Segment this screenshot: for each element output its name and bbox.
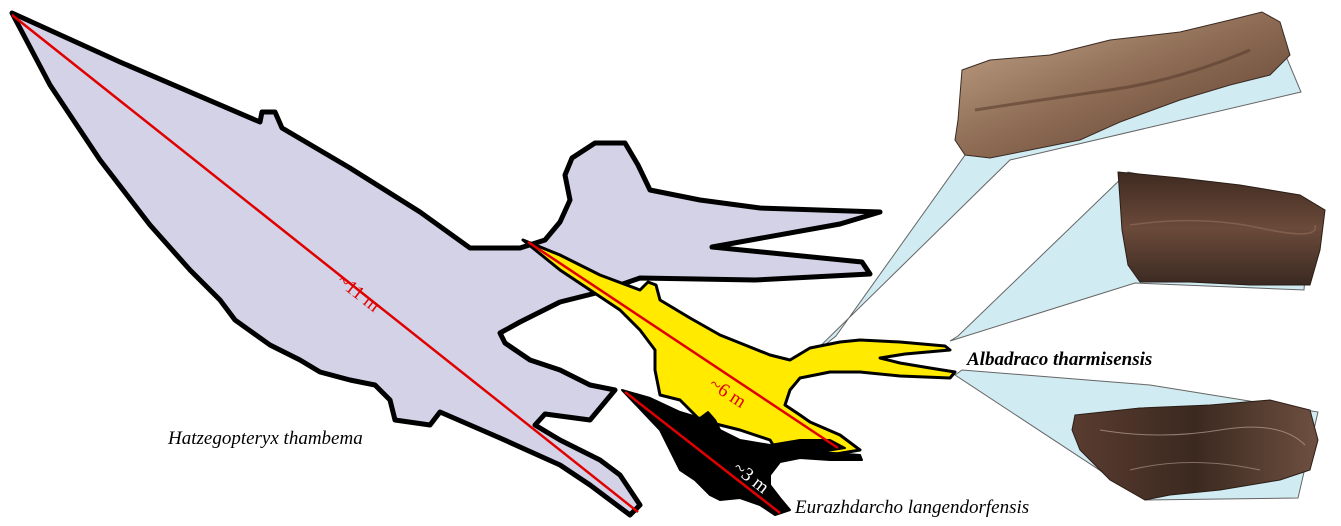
hatzegopteryx-label: Hatzegopteryx thambema (167, 428, 363, 449)
eurazhdarcho-label: Eurazhdarcho langendorfensis (794, 497, 1029, 518)
fossil-bone-icon (1118, 172, 1325, 285)
fossil-photo-middle (1118, 172, 1325, 285)
hatzegopteryx-silhouette (12, 13, 880, 515)
albadraco-label: Albadraco tharmisensis (966, 349, 1152, 370)
